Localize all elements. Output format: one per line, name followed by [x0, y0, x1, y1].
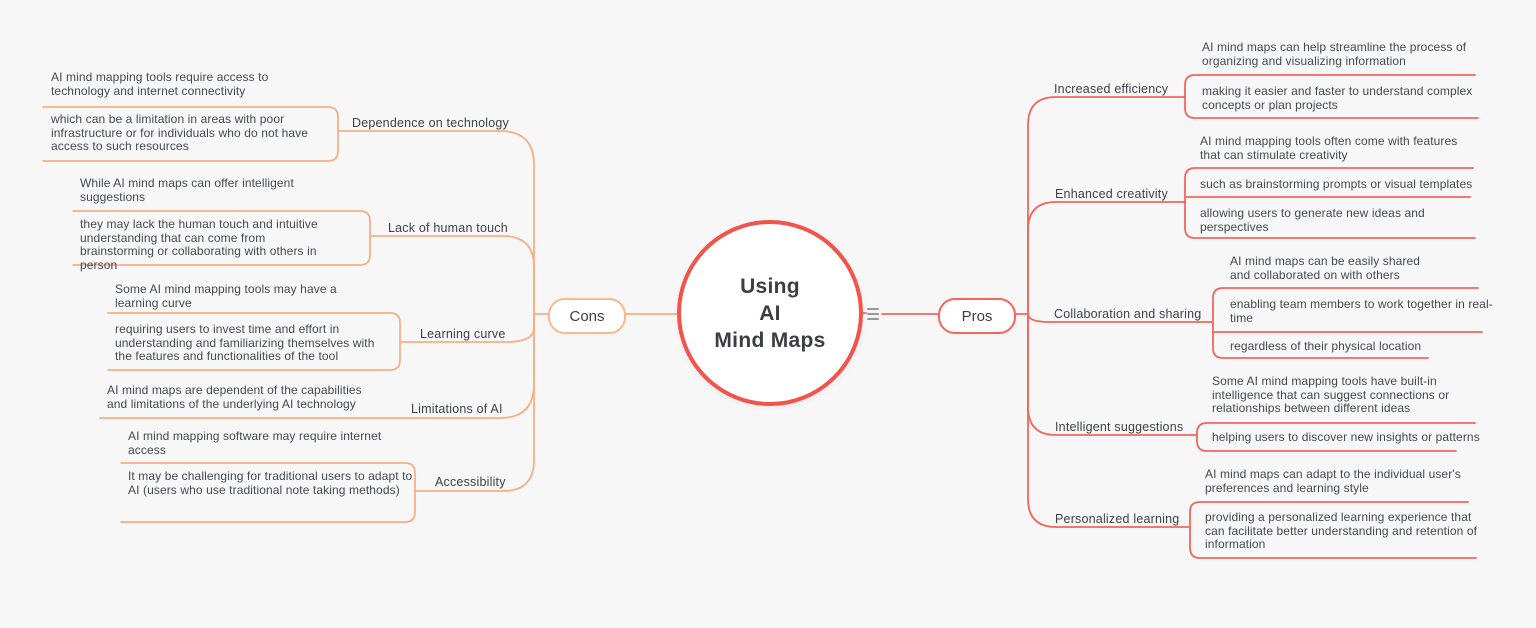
- leaf-node[interactable]: Some AI mind mapping tools have built-in…: [1212, 374, 1450, 416]
- leaf-node[interactable]: AI mind mapping tools require access to …: [51, 70, 269, 98]
- leaf-node[interactable]: Some AI mind mapping tools may have a le…: [115, 282, 337, 310]
- pros-branch-personalized-learning[interactable]: Personalized learning: [1055, 512, 1180, 526]
- central-topic[interactable]: Using AI Mind Maps: [677, 220, 863, 406]
- cons-branch-dependence-on-technology[interactable]: Dependence on technology: [352, 116, 510, 130]
- central-topic-line: Using: [740, 274, 800, 298]
- leaf-node[interactable]: AI mind mapping tools often come with fe…: [1200, 134, 1458, 162]
- leaf-node[interactable]: AI mind maps can be easily shared and co…: [1230, 254, 1421, 282]
- cons-branch-accessibility[interactable]: Accessibility: [435, 475, 506, 489]
- cons-branch-learning-curve[interactable]: Learning curve: [420, 327, 506, 341]
- cons-node[interactable]: Cons: [548, 298, 626, 334]
- leaf-node[interactable]: regardless of their physical location: [1230, 339, 1422, 353]
- leaf-node[interactable]: It may be challenging for traditional us…: [128, 469, 413, 497]
- leaf-node[interactable]: allowing users to generate new ideas and…: [1200, 206, 1425, 234]
- hamburger-collapse-icon[interactable]: [867, 308, 879, 320]
- pros-branch-increased-efficiency[interactable]: Increased efficiency: [1054, 82, 1169, 96]
- cons-branch-lack-of-human-touch[interactable]: Lack of human touch: [388, 221, 508, 235]
- central-topic-line: Mind Maps: [714, 328, 826, 352]
- leaf-node[interactable]: which can be a limitation in areas with …: [51, 112, 309, 154]
- leaf-node[interactable]: AI mind mapping software may require int…: [128, 429, 382, 457]
- central-topic-line: AI: [759, 301, 781, 325]
- leaf-node[interactable]: they may lack the human touch and intuit…: [80, 217, 318, 272]
- leaf-node[interactable]: helping users to discover new insights o…: [1212, 430, 1480, 444]
- leaf-node[interactable]: such as brainstorming prompts or visual …: [1200, 177, 1473, 191]
- cons-branch-limitations-of-ai[interactable]: Limitations of AI: [411, 402, 503, 416]
- leaf-node[interactable]: enabling team members to work together i…: [1230, 297, 1493, 325]
- leaf-node[interactable]: While AI mind maps can offer intelligent…: [80, 176, 294, 204]
- leaf-node[interactable]: AI mind maps are dependent of the capabi…: [107, 383, 362, 411]
- pros-node[interactable]: Pros: [938, 298, 1016, 334]
- leaf-node[interactable]: requiring users to invest time and effor…: [115, 322, 375, 364]
- leaf-node[interactable]: AI mind maps can help streamline the pro…: [1202, 40, 1467, 68]
- pros-branch-collaboration-and-sharing[interactable]: Collaboration and sharing: [1054, 307, 1202, 321]
- pros-branch-enhanced-creativity[interactable]: Enhanced creativity: [1055, 187, 1168, 201]
- leaf-node[interactable]: making it easier and faster to understan…: [1202, 84, 1473, 112]
- leaf-node[interactable]: AI mind maps can adapt to the individual…: [1205, 467, 1461, 495]
- leaf-node[interactable]: providing a personalized learning experi…: [1205, 510, 1478, 552]
- pros-branch-intelligent-suggestions[interactable]: Intelligent suggestions: [1055, 420, 1184, 434]
